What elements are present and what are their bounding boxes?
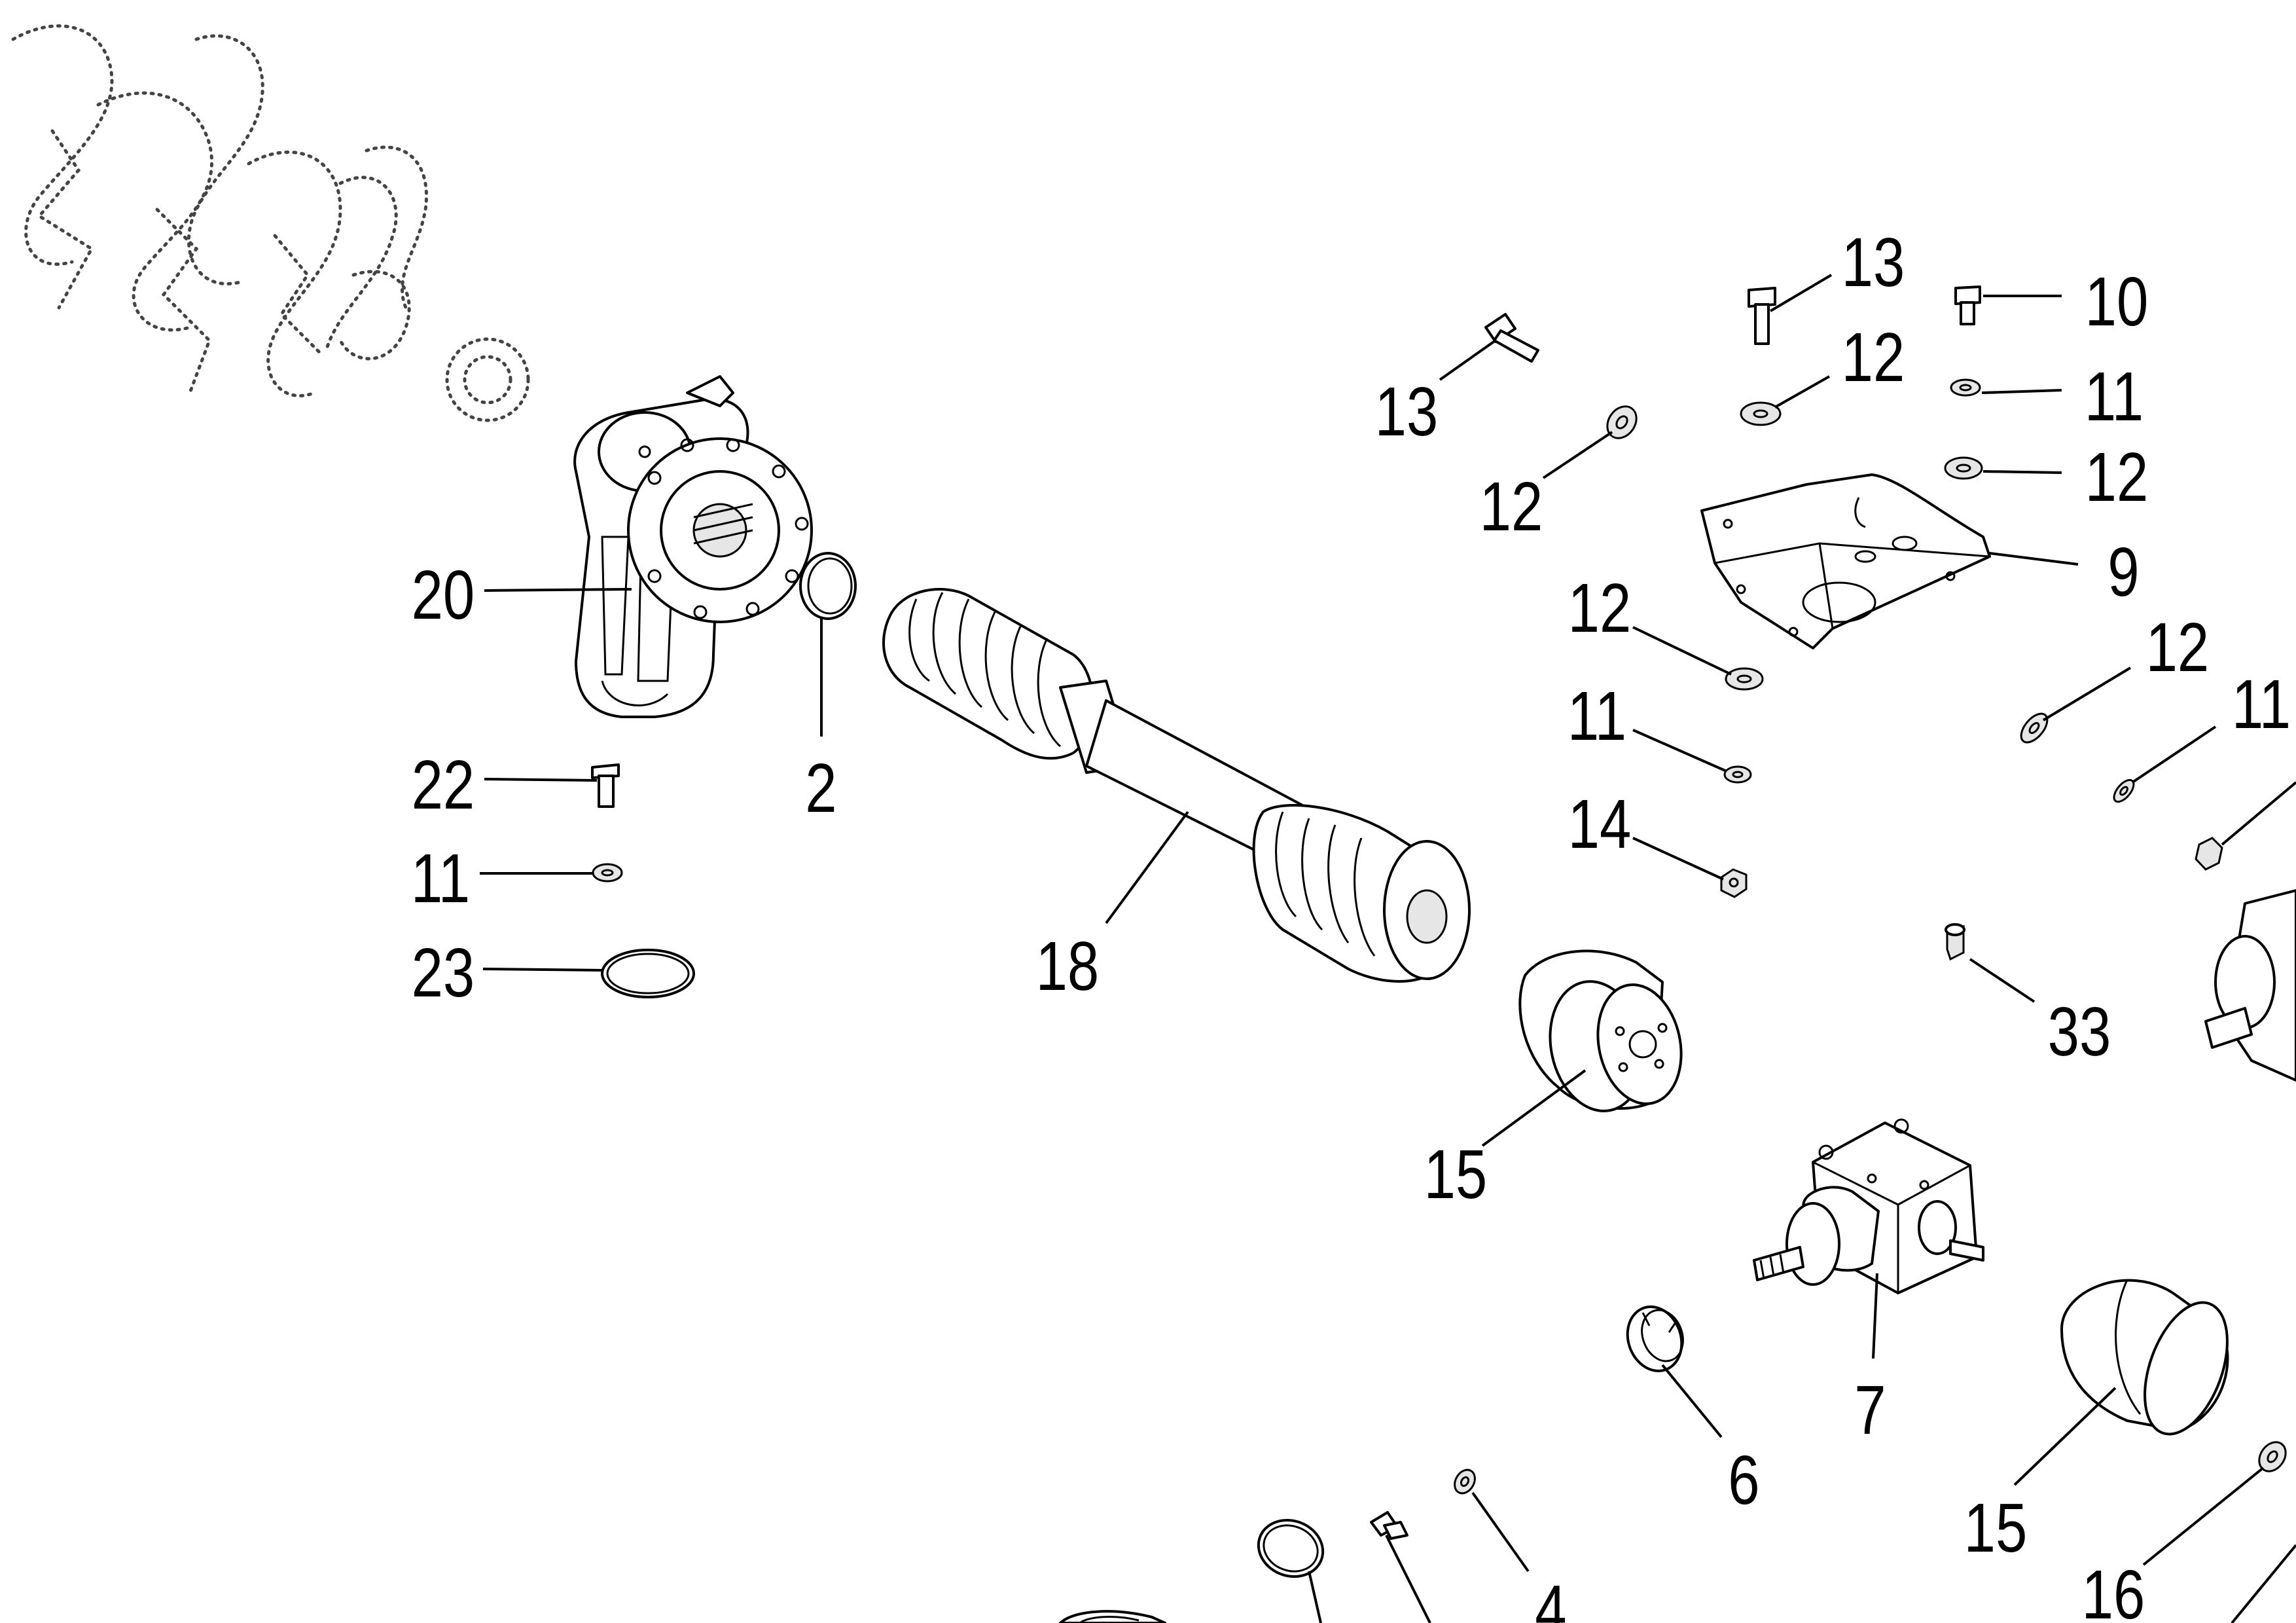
pto-shaft-part	[882, 588, 1471, 983]
callout-label: 11	[1568, 677, 1626, 755]
circlip-part	[1257, 1518, 1325, 1578]
callout-label: 7	[1854, 1371, 1886, 1449]
callout-label: 15	[1424, 1135, 1488, 1213]
bolt-part	[591, 763, 620, 808]
callout-label: 16	[2082, 1556, 2145, 1623]
callout-label: 23	[412, 934, 475, 1012]
callout-label: 10	[2085, 263, 2149, 340]
nut-part	[1720, 868, 1748, 898]
spacer-part	[1945, 923, 1965, 961]
right-gearbox-part	[2204, 889, 2296, 1082]
collar-part	[1626, 1305, 1684, 1372]
washer-part	[1944, 456, 1983, 480]
washer-part	[2020, 712, 2049, 744]
dotted-auger-part	[11, 24, 530, 422]
washer-part	[2113, 778, 2135, 803]
callout-label: 11	[2085, 357, 2144, 435]
callout-label: 11	[2232, 665, 2291, 743]
o-ring-part	[601, 949, 695, 998]
drive-shaft-partial-part	[1059, 1610, 1166, 1623]
mounting-bracket-part	[1700, 473, 1991, 649]
nut-part	[2195, 781, 2296, 871]
washer-part	[1740, 401, 1782, 426]
bolt-part	[1370, 1511, 1408, 1540]
callout-label: 12	[1568, 569, 1632, 647]
washer-part	[1950, 378, 1981, 397]
callout-label: 33	[2048, 993, 2111, 1070]
callout-label: 11	[411, 839, 470, 917]
callout-label: 6	[1728, 1441, 1759, 1519]
callout-label: 12	[1842, 318, 1905, 396]
bevel-gearbox-part	[1753, 1118, 1984, 1294]
callout-label: 4	[1535, 1571, 1566, 1623]
gearbox-housing-part	[573, 375, 813, 718]
callout-label: 13	[1842, 223, 1905, 301]
washer-part	[592, 863, 623, 883]
washer-part	[1725, 667, 1764, 691]
callout-label: 12	[2146, 608, 2210, 686]
callout-label: 18	[1036, 927, 1100, 1005]
callout-label: 20	[412, 556, 475, 634]
callout-label: 9	[2108, 533, 2139, 611]
callout-label: 14	[1568, 785, 1632, 863]
bearing-sleeve-part	[2060, 1279, 2229, 1436]
washer-part	[1454, 1468, 1476, 1495]
washer-part	[2258, 1441, 2287, 1472]
callout-label: 22	[412, 746, 475, 824]
circlip-part	[799, 552, 857, 620]
bearing-sleeve-part	[1518, 949, 1683, 1112]
washer-part	[1723, 765, 1752, 784]
callout-label: 2	[805, 749, 836, 827]
callout-label: 12	[1480, 467, 1543, 545]
callout-label: 12	[2085, 438, 2149, 516]
callout-labels: 20 2 22 11 23 18 13 12 13 12 10 11 12 9 …	[411, 223, 2291, 1623]
washer-part	[1606, 405, 1638, 439]
bolt-part	[1748, 287, 1776, 345]
callout-label: 15	[1964, 1489, 2028, 1567]
bolt-part	[1954, 285, 1981, 325]
bolt-part	[1484, 313, 1539, 363]
callout-label: 13	[1375, 373, 1439, 450]
